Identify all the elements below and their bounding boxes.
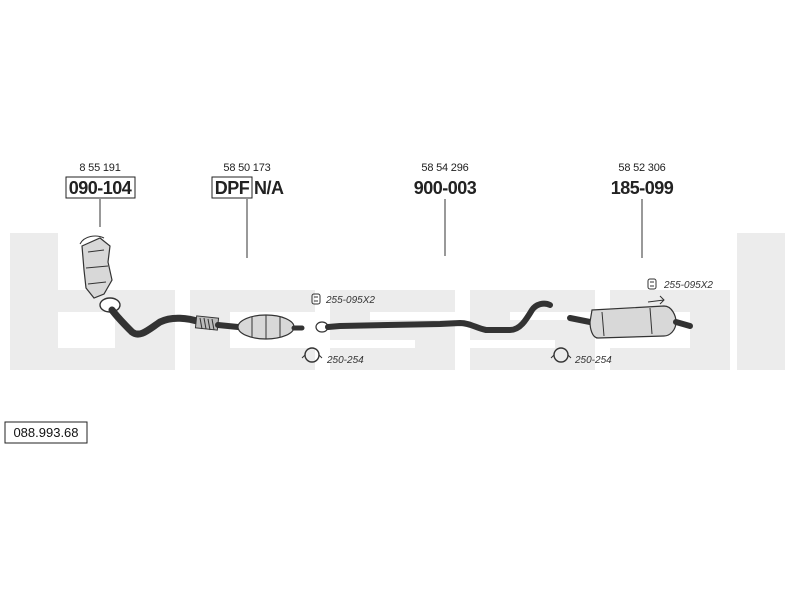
oem-number-2: 58 50 173 bbox=[223, 162, 270, 174]
oem-number-4: 58 52 306 bbox=[618, 162, 665, 174]
oem-number-1: 8 55 191 bbox=[79, 162, 120, 174]
part-group-4: 58 52 306 185-099 bbox=[611, 162, 674, 258]
part-number-1[interactable]: 090-104 bbox=[69, 178, 133, 198]
dpf-box bbox=[211, 176, 253, 199]
front-pipe-drawing[interactable] bbox=[108, 306, 220, 338]
reference-number-box: 088.993.68 bbox=[4, 421, 88, 444]
part-group-1: 8 55 191 090-104 bbox=[65, 162, 136, 227]
part-number-4[interactable]: 185-099 bbox=[611, 178, 675, 198]
middle-pipe-drawing[interactable] bbox=[315, 300, 553, 333]
accessory-ring-2[interactable]: 250-254 bbox=[550, 347, 612, 366]
part-number-2[interactable]: N/A bbox=[254, 178, 285, 198]
accessory-code-2: 250-254 bbox=[326, 355, 364, 366]
part-number-box-1 bbox=[65, 176, 136, 199]
reference-number: 088.993.68 bbox=[13, 425, 78, 440]
dpf-label: DPF bbox=[215, 178, 250, 198]
accessory-clamp-2[interactable]: 255-095X2 bbox=[647, 278, 713, 291]
clamp-icon bbox=[311, 293, 321, 305]
catalytic-converter-drawing[interactable] bbox=[79, 235, 121, 313]
hanger-ring-icon bbox=[550, 347, 572, 363]
oem-number-3: 58 54 296 bbox=[421, 162, 468, 174]
rear-silencer-drawing[interactable] bbox=[567, 295, 693, 339]
accessory-code-3: 255-095X2 bbox=[663, 280, 713, 291]
hanger-ring-icon bbox=[301, 347, 323, 363]
watermark-logo bbox=[10, 233, 785, 370]
accessory-code-4: 250-254 bbox=[574, 355, 612, 366]
part-group-2: 58 50 173 DPF N/A bbox=[211, 162, 285, 258]
accessory-ring-1[interactable]: 250-254 bbox=[301, 347, 364, 366]
part-group-3: 58 54 296 900-003 bbox=[414, 162, 477, 256]
clamp-icon bbox=[647, 278, 657, 290]
dpf-drawing[interactable] bbox=[215, 314, 305, 340]
accessory-clamp-1[interactable]: 255-095X2 bbox=[311, 293, 375, 306]
part-number-3[interactable]: 900-003 bbox=[414, 178, 478, 198]
accessory-code-1: 255-095X2 bbox=[325, 295, 375, 306]
